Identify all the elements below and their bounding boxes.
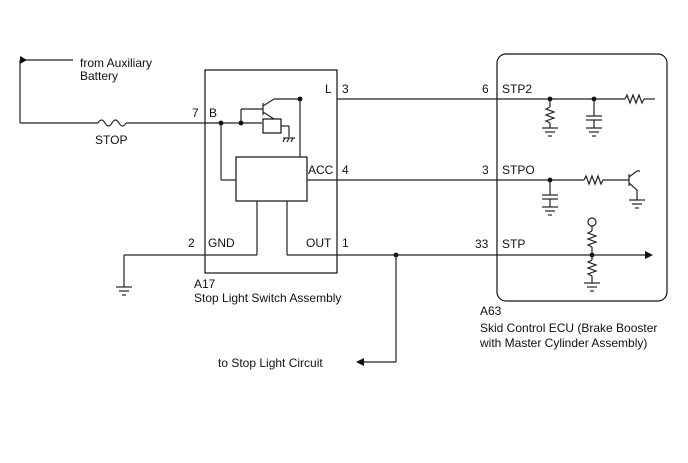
fuse-icon	[97, 119, 127, 127]
switch-internal-wiring	[205, 96, 337, 255]
pin-stpo-label: STPO	[502, 163, 535, 177]
ecu-stpo-circuit	[497, 170, 645, 216]
source-label-1: from Auxiliary	[80, 56, 152, 70]
pin-stpo-number: 3	[482, 163, 489, 177]
battery-feed-wire	[19, 56, 205, 124]
pin-acc-number: 4	[342, 163, 349, 177]
pin-l-number: 3	[342, 82, 349, 96]
source-label-2: Battery	[80, 69, 118, 83]
pin-stp-number: 33	[475, 237, 489, 251]
ecu-stp-circuit	[497, 217, 653, 292]
pin-stp2-label: STP2	[502, 82, 532, 96]
output-label: to Stop Light Circuit	[218, 356, 323, 370]
switch-name: Stop Light Switch Assembly	[194, 291, 341, 305]
pin-l-label: L	[325, 82, 332, 96]
pin-stp-label: STP	[502, 237, 525, 251]
ecu-name-1: Skid Control ECU (Brake Booster	[480, 321, 657, 335]
ground-wire	[123, 254, 257, 287]
wire-out-stp	[287, 252, 497, 366]
pin-stp2-number: 6	[482, 82, 489, 96]
switch-assembly-box	[204, 69, 338, 274]
ground-icon	[116, 286, 132, 296]
pin-acc-label: ACC	[308, 163, 334, 177]
switch-code: A17	[194, 277, 216, 291]
pin-b-label: B	[209, 106, 217, 120]
pin-out-label: OUT	[306, 236, 332, 250]
pin-gnd-label: GND	[208, 236, 235, 250]
pin-gnd-number: 2	[188, 236, 195, 250]
ecu-name-2: with Master Cylinder Assembly)	[479, 336, 647, 350]
fuse-label: STOP	[95, 133, 127, 147]
pin-out-number: 1	[342, 236, 349, 250]
ecu-box	[496, 53, 668, 302]
ecu-code: A63	[480, 304, 502, 318]
pin-b-number: 7	[192, 106, 199, 120]
ecu-stp2-circuit	[497, 93, 655, 137]
